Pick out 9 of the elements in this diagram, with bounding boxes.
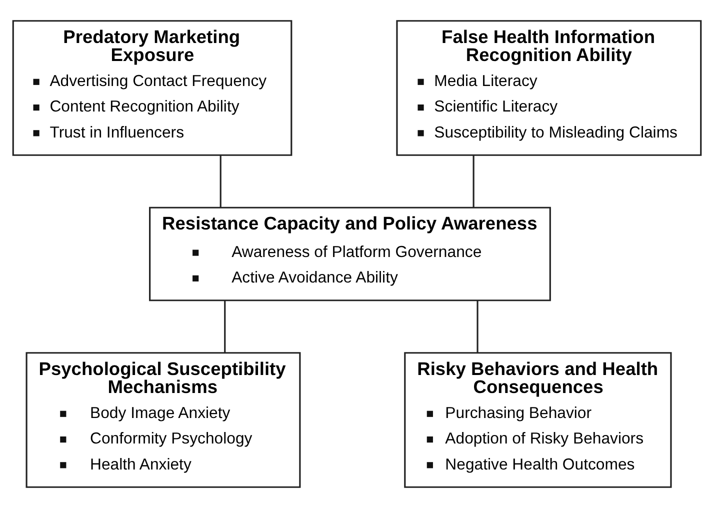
node-box: False Health Information Recognition Ability Media Literacy Scientific Literacy Susceptibility to Misleading Claims — [396, 20, 702, 156]
connector — [472, 156, 474, 208]
connector — [476, 300, 478, 353]
node-box: Predatory Marketing Exposure Advertising Contact Frequency Content Recognition Ability Trust in Influencers — [12, 20, 292, 156]
connector — [224, 300, 226, 353]
node-box: Psychological Susceptibility Mechanisms Body Image Anxiety Conformity Psychology Health Anxiety — [26, 352, 301, 488]
connector — [220, 156, 222, 208]
node-box: Risky Behaviors and Health Consequences Purchasing Behavior Adoption of Risky Behaviors Negative Health Outcomes — [404, 352, 672, 488]
node-box: Resistance Capacity and Policy Awareness Awareness of Platform Governance Active Avoidance Ability — [149, 206, 551, 302]
